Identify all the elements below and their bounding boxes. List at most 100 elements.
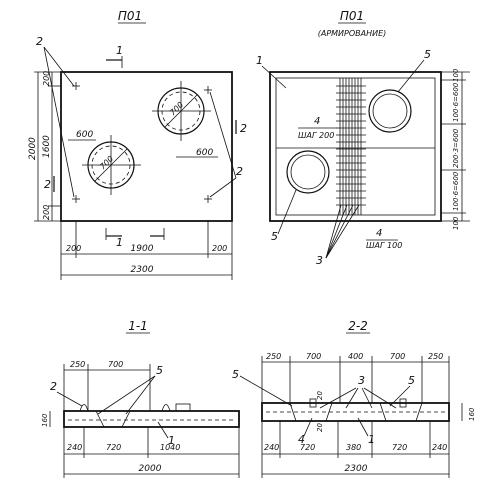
section-2-2-dim-720-right: 720 [392, 443, 407, 452]
reinf-mark-4-top: 4 [314, 116, 320, 127]
plan-dim-1600: 1600 [42, 135, 52, 158]
section-2-2-mark-3: 3 [358, 374, 365, 387]
section-2-2-mark-3-leader-c [361, 387, 373, 409]
plan-dim-600-left: 600 [76, 130, 93, 140]
section-1-1-insert [175, 403, 191, 412]
plan-dim-600-right: 600 [196, 148, 213, 158]
reinf-mark-5-top: 5 [424, 48, 431, 61]
section-2-2-dim-2300: 2300 [345, 464, 368, 474]
reinf-mark-1: 1 [256, 54, 263, 67]
reinf-mark-3-leader-c [325, 204, 354, 259]
section-1-1-mark-5: 5 [156, 364, 163, 377]
section-2-2-opening-r-b [415, 402, 423, 422]
plan-mark-2-br-leader [209, 177, 237, 198]
section-2-2-mark-3-leader-a [319, 387, 357, 409]
section-1-1-opening-edge-b [121, 410, 131, 428]
plan-dim-2300: 2300 [131, 265, 154, 275]
section-2-2-opening-l-a [289, 402, 297, 422]
section-2-2-dim-240-right: 240 [432, 443, 447, 452]
section-2-2-mark-1: 1 [368, 433, 375, 446]
reinf-opening-right [368, 89, 412, 133]
reinf-slab-outline [269, 71, 442, 222]
reinf-opening-left [286, 150, 330, 194]
section-1-1-mark-5-leader-b [125, 375, 156, 415]
plan-mark-2: 2 [36, 35, 43, 48]
section-1-1-mark-1: 1 [168, 434, 175, 447]
plan-section-mark-2-left: 2 [44, 178, 51, 191]
section-1-1-mark-2-leader [56, 391, 83, 407]
section-1-1-mark-2: 2 [50, 380, 57, 393]
plan-title: П01 [118, 9, 142, 23]
reinf-title: П01 [340, 9, 364, 23]
section-1-1-dim-240: 240 [67, 443, 82, 452]
reinf-mark-5-top-leader [397, 59, 425, 93]
reinf-dim-100-bottom: 100 [452, 216, 460, 230]
reinf-mark-5-left: 5 [271, 230, 278, 243]
section-2-2-opening-l-b [325, 402, 333, 422]
plan-section-mark-1-top: 1 [116, 44, 123, 57]
section-1-1-title: 1-1 [128, 319, 148, 333]
plan-mark-2-br-leader-b [209, 91, 237, 179]
section-2-2-dim-20-bottom: 20 [316, 423, 324, 432]
plan-dim-200-bottom: 200 [42, 205, 51, 220]
section-1-1-loop-left [79, 404, 89, 412]
reinf-bar-band [336, 78, 366, 215]
section-2-2-dim-700-left: 700 [306, 352, 321, 361]
section-2-2-mark-4-leader [303, 417, 313, 437]
section-2-2-title: 2-2 [348, 319, 368, 333]
section-1-1-dim-2000: 2000 [139, 464, 162, 474]
reinforcement-view: П01 (АРМИРОВАНИЕ) [256, 9, 470, 267]
section-2-2-dim-160: 160 [468, 407, 476, 421]
plan-mark-2-bottom-right: 2 [236, 165, 243, 178]
reinf-step-100: ШАГ 100 [366, 241, 402, 250]
section-2-2-dim-400: 400 [348, 352, 363, 361]
reinf-dim-100-top: 100 [452, 68, 460, 82]
plan-dim-1900: 1900 [131, 244, 154, 254]
reinf-mark-3-leader-d [325, 204, 360, 259]
plan-dim-200-right: 200 [212, 244, 227, 253]
reinf-mark-4-bottom: 4 [376, 228, 382, 239]
reinf-opening-right-ring [372, 93, 408, 129]
reinf-mark-1-leader [261, 65, 287, 89]
section-2-2-slab [261, 402, 450, 422]
plan-diameter-right [164, 94, 198, 128]
plan-dim-2000: 2000 [28, 137, 38, 160]
plan-dim-700-left: 700 [98, 154, 115, 171]
reinf-mark-3-leader-b [325, 204, 348, 259]
section-2-2-dim-380: 380 [346, 443, 361, 452]
section-2-2-dim-250-right: 250 [428, 352, 443, 361]
reinf-mark-3: 3 [316, 254, 323, 267]
section-2-2-mark-5-right: 5 [408, 374, 415, 387]
reinf-subtitle: (АРМИРОВАНИЕ) [318, 29, 387, 38]
section-2-2-dim-250-left: 250 [266, 352, 281, 361]
reinf-dim-part-1: 100·6=600 [452, 82, 460, 122]
reinf-dim-part-3: 100·6=600 [452, 171, 460, 211]
reinf-mark-5-left-leader [277, 189, 297, 235]
plan-view: П01 700 700 2 2 1 [28, 9, 247, 280]
plan-dim-700-right: 700 [168, 100, 185, 117]
section-1-1-dim-720: 720 [106, 443, 121, 452]
section-1-1-mark-5-leader-a [97, 375, 156, 415]
section-2-2-mark-4: 4 [298, 433, 305, 446]
reinf-mark-3-leader-a [325, 204, 342, 259]
plan-slab-outline [60, 71, 233, 222]
section-2-2-mark-5: 5 [232, 368, 239, 381]
reinf-dim-part-2: 200·3=600 [452, 128, 460, 168]
section-1-1-loop-right [161, 404, 171, 412]
section-2-2-dim-720-left: 720 [300, 443, 315, 452]
plan-mark-2-leader-a [43, 46, 75, 87]
section-1-1-opening-edge-a [95, 410, 105, 428]
reinf-step-200: ШАГ 200 [298, 131, 334, 140]
section-2-2-mark-3-leader-d [363, 387, 397, 409]
section-1-1-dim-160: 160 [41, 413, 49, 427]
section-1-1: 1-1 250 700 2 5 1 160 240 72 [41, 319, 240, 478]
section-2-2-mark-3-leader-b [345, 387, 359, 409]
plan-dim-200-left: 200 [66, 244, 81, 253]
section-2-2-opening-r-a [379, 402, 387, 422]
section-2-2-dim-700-right: 700 [390, 352, 405, 361]
section-2-2-dim-20-top: 20 [316, 391, 324, 400]
plan-section-mark-2-right: 2 [240, 122, 247, 135]
section-1-1-slab [63, 410, 240, 428]
section-1-1-dim-700: 700 [108, 360, 123, 369]
